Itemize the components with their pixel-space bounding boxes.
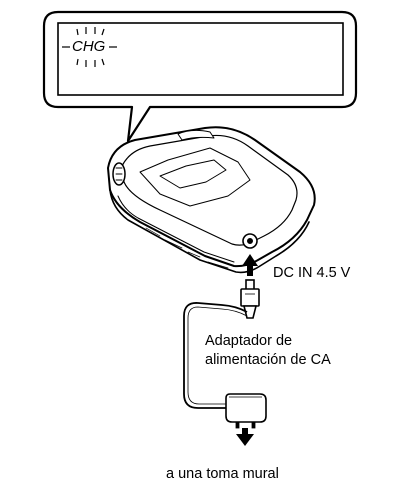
dc-in-label: DC IN 4.5 V xyxy=(273,265,351,281)
adapter-label-line1: Adaptador de xyxy=(205,333,293,349)
adapter-cord xyxy=(183,302,248,409)
device-side-inner xyxy=(117,195,235,263)
player-device xyxy=(107,126,316,274)
device-hatching xyxy=(145,227,229,269)
dc-in-jack-hole xyxy=(247,238,253,244)
adapter-cord-inner xyxy=(187,306,248,405)
side-control-detail xyxy=(115,167,123,181)
lid-hinge xyxy=(177,129,215,141)
wall-arrow-icon xyxy=(236,428,254,446)
ac-adapter xyxy=(225,393,267,429)
dc-plug xyxy=(240,279,260,319)
insert-arrow-icon xyxy=(242,254,258,276)
lcd-screen xyxy=(57,22,344,96)
blink-indicator-icon xyxy=(62,27,117,67)
display-callout xyxy=(42,10,358,143)
lcd-chg-indicator: CHG xyxy=(72,38,106,55)
wall-outlet-label: a una toma mural xyxy=(166,466,279,482)
lid-window xyxy=(159,159,227,189)
device-side xyxy=(109,189,310,274)
adapter-label-line2: alimentación de CA xyxy=(205,352,331,368)
